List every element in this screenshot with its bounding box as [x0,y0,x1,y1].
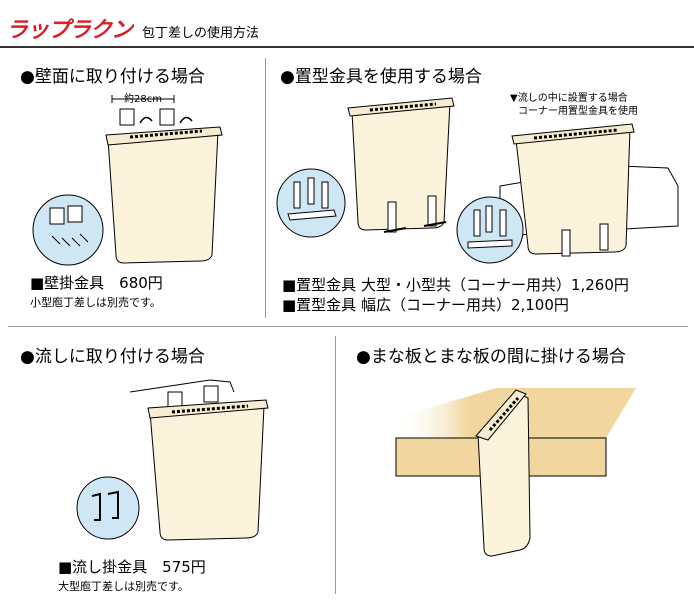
corner-note-line1: ▼流しの中に設置する場合 [510,93,628,104]
sink-holder-illustration [129,379,269,541]
divider-horizontal [8,326,688,327]
section-title-stand: ●置型金具を使用する場合 [280,67,482,87]
corner-note-line2: コーナー用置型金具を使用 [518,106,638,117]
page-header: ラップラクン 包丁差しの使用方法 [0,0,694,46]
sink-bracket-price: ■流し掛金具 575円 [58,558,206,576]
stand-bracket-circle [276,168,346,238]
divider-vertical-top [265,58,266,318]
board-holder-illustration [395,388,636,557]
wall-bracket-circle [32,194,104,266]
section-title-board: ●まな板とまな板の間に掛ける場合 [356,347,626,367]
wall-bracket-price: ■壁掛金具 680円 [30,274,163,292]
section-title-wall: ●壁面に取り付ける場合 [20,67,205,87]
section-title-sink: ●流しに取り付ける場合 [20,347,205,367]
wall-note: 小型庖丁差しは別売です。 [30,296,161,309]
corner-bracket-circle [456,196,524,264]
divider-vertical-bottom [335,336,336,594]
sink-bracket-circle [76,476,140,540]
corner-holder-illustration [499,123,679,257]
sink-note: 大型庖丁差しは別売です。 [58,580,189,593]
wall-holder-illustration [105,95,223,264]
header-divider [0,46,694,48]
stand-bracket-price-1: ■置型金具 大型・小型共（コーナー用共）1,260円 [282,276,629,294]
page-subtitle: 包丁差しの使用方法 [142,26,260,41]
stand-holder-illustration [347,97,455,233]
stand-bracket-price-2: ■置型金具 幅広（コーナー用共）2,100円 [282,296,569,314]
brand-logo: ラップラクン [6,18,133,43]
